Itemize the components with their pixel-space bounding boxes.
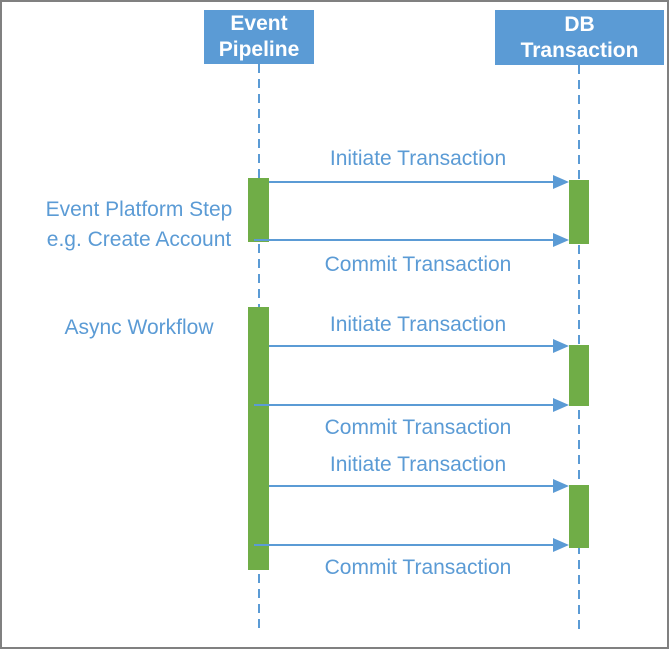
message-label-initiate-3: Initiate Transaction <box>329 453 507 476</box>
message-label-commit-3: Commit Transaction <box>324 556 512 579</box>
actor-header-db-transaction: DB Transaction <box>495 10 664 65</box>
actor-header-event-pipeline: Event Pipeline <box>204 10 314 64</box>
message-label-commit-1: Commit Transaction <box>324 253 512 276</box>
annotation-async-workflow: Async Workflow <box>64 316 214 339</box>
activation-bar-event-step <box>248 178 269 242</box>
message-label-commit-2: Commit Transaction <box>324 416 512 439</box>
activation-bar-db-2 <box>569 345 589 406</box>
activation-bar-db-3 <box>569 485 589 548</box>
activation-bar-async-workflow <box>248 307 269 570</box>
message-label-initiate-1: Initiate Transaction <box>329 147 507 170</box>
activation-bar-db-1 <box>569 180 589 244</box>
message-label-initiate-2: Initiate Transaction <box>329 313 507 336</box>
annotation-event-platform-step: Event Platform Step e.g. Create Account <box>45 198 233 251</box>
